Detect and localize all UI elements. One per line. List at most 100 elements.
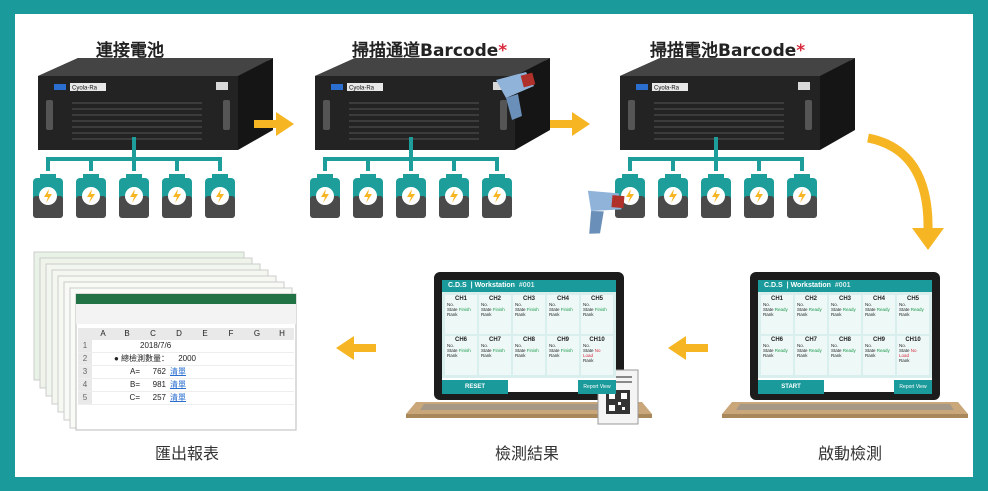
sheet-row: 1 2018/7/6 — [78, 340, 294, 353]
report-view-button[interactable]: Report View — [578, 380, 616, 394]
sheet-cell: 257 — [152, 393, 166, 402]
required-star: * — [498, 41, 508, 61]
sheet-link[interactable]: 清單 — [170, 367, 186, 376]
channel-no: No. — [481, 343, 489, 348]
reset-button[interactable]: RESET — [442, 380, 508, 394]
channel-rank: Rank — [515, 312, 526, 317]
channel-state: State No Load — [899, 348, 917, 358]
channel-state: State Finish — [447, 348, 471, 353]
col-header: A — [100, 329, 106, 338]
channel-label: CH3 — [838, 296, 851, 302]
channel-label: CH8 — [522, 337, 535, 343]
channel-rank: Rank — [831, 353, 842, 358]
workstation-brand: C.D.S — [764, 282, 783, 289]
sheet-cell: 762 — [152, 367, 166, 376]
sheet-cell — [92, 379, 114, 391]
channel-no: No. — [831, 302, 839, 307]
sheet-cell — [92, 340, 114, 352]
channel-no: No. — [763, 343, 771, 348]
sheet-cell: 2018/7/6 — [140, 341, 172, 350]
start-button[interactable]: START — [758, 380, 824, 394]
report-view-button[interactable]: Report View — [894, 380, 932, 394]
row-number: 4 — [78, 379, 92, 391]
channel-state: State No Load — [583, 348, 601, 358]
channel-no: No. — [899, 302, 907, 307]
channel-state: State Finish — [583, 307, 607, 312]
channel-label: CH1 — [770, 296, 783, 302]
channel-no: No. — [583, 343, 591, 348]
workstation-brand: C.D.S — [448, 282, 467, 289]
col-header: F — [228, 329, 234, 338]
step-title-scan-channel: 掃描通道Barcode* — [352, 41, 508, 61]
channel-state: State Finish — [515, 307, 539, 312]
sheet-link[interactable]: 清單 — [170, 380, 186, 389]
channel-label: CH6 — [454, 337, 467, 343]
col-header: C — [150, 329, 156, 338]
spreadsheet-column-headers: A B C D E F G H — [78, 328, 294, 340]
channel-no: No. — [549, 302, 557, 307]
channel-state: State Finish — [447, 307, 471, 312]
sheet-cell — [92, 353, 114, 365]
channel-label: CH7 — [804, 337, 817, 343]
workstation-id: #001 — [834, 282, 851, 289]
channel-rank: Rank — [899, 358, 910, 363]
col-header: G — [253, 329, 261, 338]
sheet-cell — [92, 392, 114, 404]
channel-rank: Rank — [763, 353, 774, 358]
sheet-link[interactable]: 清單 — [170, 393, 186, 402]
channel-label: CH4 — [556, 296, 569, 302]
channel-no: No. — [549, 343, 557, 348]
channel-state: State Finish — [515, 348, 539, 353]
channel-label: CH10 — [905, 337, 921, 343]
workstation-title: | Workstation — [786, 282, 831, 289]
channel-rank: Rank — [899, 312, 910, 317]
channel-rank: Rank — [797, 353, 808, 358]
row-number: 3 — [78, 366, 92, 378]
sheet-cell — [140, 353, 166, 365]
channel-rank: Rank — [481, 353, 492, 358]
channel-label: CH4 — [872, 296, 885, 302]
channel-state: State Ready — [899, 307, 924, 312]
channel-no: No. — [515, 302, 523, 307]
channel-rank: Rank — [583, 358, 594, 363]
channel-no: No. — [481, 302, 489, 307]
channel-rank: Rank — [447, 312, 458, 317]
sheet-cell: B= — [129, 380, 140, 389]
channel-no: No. — [763, 302, 771, 307]
sheet-row: 2● 總檢測數量：2000 — [78, 353, 294, 366]
step-title-scan-battery: 掃描電池Barcode* — [650, 41, 806, 61]
workstation-footer: START Report View — [758, 380, 932, 394]
channel-rank: Rank — [447, 353, 458, 358]
channel-state: State Ready — [831, 348, 856, 353]
channel-rank: Rank — [831, 312, 842, 317]
row-number: 1 — [78, 340, 92, 352]
sheet-cell: C= — [129, 393, 140, 402]
workstation-id: #001 — [518, 282, 535, 289]
